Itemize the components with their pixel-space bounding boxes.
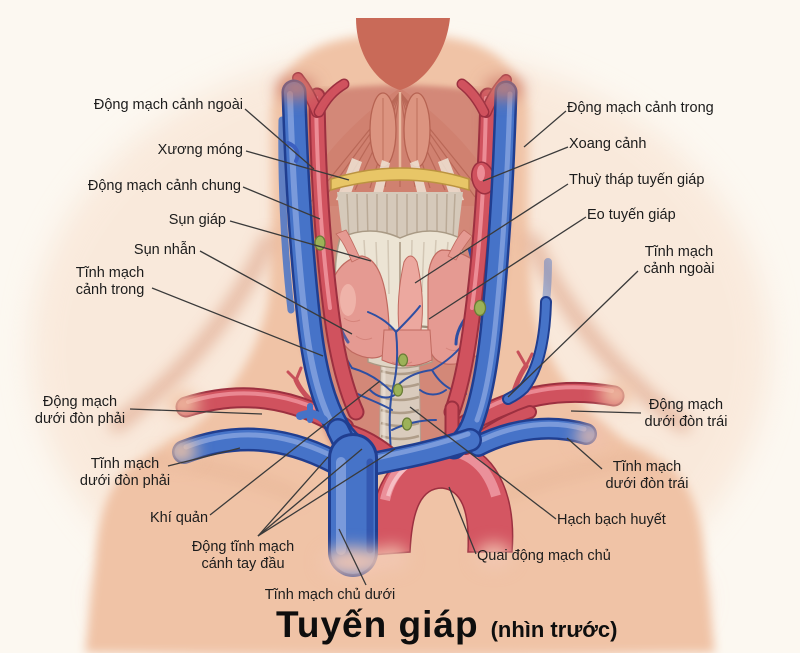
label-xoang-canh: Xoang cảnh xyxy=(569,136,647,152)
figure-title-subtitle: (nhìn trước) xyxy=(490,617,618,642)
thyroid-venous-plexus xyxy=(328,248,478,467)
label-tinh-mach-chu-duoi: Tĩnh mạch chủ dưới xyxy=(264,587,396,603)
label-khi-quan: Khí quản xyxy=(149,510,209,526)
label-sun-giap: Sụn giáp xyxy=(168,212,226,228)
label-thuy-thap-tuyen-giap: Thuỳ tháp tuyến giáp xyxy=(569,172,705,188)
figure-title-main: Tuyến giáp xyxy=(276,604,479,645)
label-tinh-mach-duoi-don-phai: Tĩnh mạch dưới đòn phải xyxy=(79,456,171,489)
subclavian-vein-right xyxy=(467,417,597,457)
veins xyxy=(172,79,597,577)
external-jugular-vein xyxy=(502,258,552,405)
subclavian-vein-left xyxy=(172,403,346,474)
label-tinh-mach-canh-ngoai: Tĩnh mạch cảnh ngoài xyxy=(643,244,715,277)
label-tinh-mach-duoi-don-trai: Tĩnh mạch dưới đòn trái xyxy=(605,459,689,492)
thyroid-isthmus xyxy=(381,329,433,367)
superior-vena-cava xyxy=(328,433,378,577)
vessel-fadeouts xyxy=(165,77,633,577)
label-dong-mach-canh-trong: Động mạch cảnh trong xyxy=(567,100,714,116)
label-dong-mach-duoi-don-trai: Động mạch dưới đòn trái xyxy=(644,397,728,430)
label-quai-dong-mach-chu: Quai động mạch chủ xyxy=(477,548,611,564)
label-sun-nhan: Sụn nhẫn xyxy=(133,242,196,258)
label-xuong-mong: Xương móng xyxy=(157,142,243,158)
leader-lines xyxy=(129,108,642,586)
figure-title: Tuyến giáp (nhìn trước) xyxy=(276,604,617,646)
hyoid-bone xyxy=(330,167,470,242)
label-dong-mach-canh-ngoai: Động mạch cảnh ngoài xyxy=(93,97,243,113)
label-eo-tuyen-giap: Eo tuyến giáp xyxy=(587,207,676,223)
label-dong-tinh-mach-canh-tay-dau: Động tĩnh mạch cánh tay đầu xyxy=(191,539,295,572)
lymph-nodes xyxy=(314,235,487,431)
label-tinh-mach-canh-trong: Tĩnh mạch cảnh trong xyxy=(75,265,145,298)
label-hach-bach-huyet: Hạch bạch huyết xyxy=(557,512,666,528)
label-dong-mach-duoi-don-phai: Động mạch dưới đòn phải xyxy=(34,394,126,427)
label-dong-mach-canh-chung: Động mạch cảnh chung xyxy=(87,178,241,194)
